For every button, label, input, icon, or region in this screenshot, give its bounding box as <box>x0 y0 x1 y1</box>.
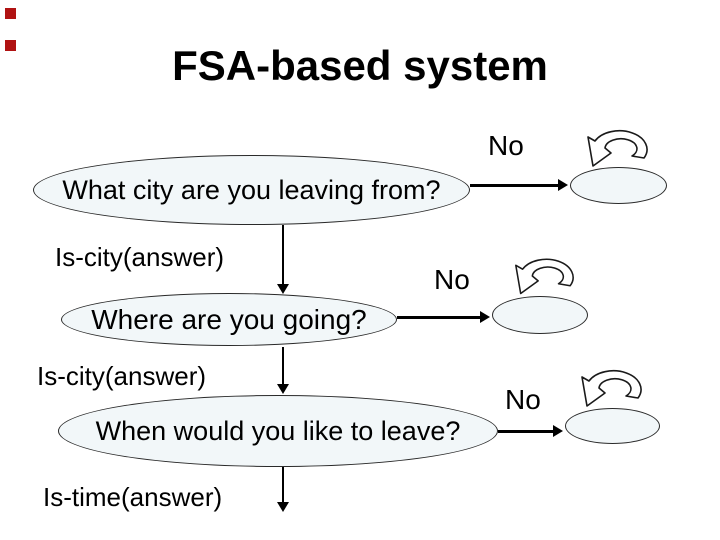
state-node-question-2: Where are you going? <box>61 293 397 346</box>
arrowhead-right-1-icon <box>558 179 568 191</box>
transition-label-3: Is-time(answer) <box>43 482 223 512</box>
arrowhead-down-3-icon <box>277 502 289 512</box>
state-node-question-3-label: When would you like to leave? <box>95 415 461 446</box>
connector-no-1 <box>470 184 560 187</box>
edge-label-no-3: No <box>505 384 541 415</box>
connector-transition-2 <box>282 347 284 385</box>
slide-decoration-square <box>5 8 16 19</box>
self-loop-arrow-1-icon <box>587 129 648 167</box>
connector-no-3 <box>498 430 555 433</box>
slide-title: FSA-based system <box>172 42 548 89</box>
connector-no-2 <box>397 316 482 319</box>
state-node-question-3: When would you like to leave? <box>58 395 498 467</box>
slide-decoration-square <box>5 40 16 51</box>
arrowhead-down-2-icon <box>277 384 289 394</box>
arrowhead-right-2-icon <box>480 311 490 323</box>
state-node-retry-3 <box>565 408 660 444</box>
arrowhead-down-1-icon <box>277 284 289 294</box>
state-node-retry-1 <box>570 167 667 204</box>
edge-label-no-2: No <box>434 264 470 295</box>
connector-transition-3 <box>282 467 284 503</box>
arrowhead-right-3-icon <box>553 425 563 437</box>
self-loop-arrow-3-icon <box>581 369 642 407</box>
edge-label-no-1: No <box>488 130 524 161</box>
state-node-question-1-label: What city are you leaving from? <box>62 174 441 205</box>
state-node-question-2-label: Where are you going? <box>91 303 367 335</box>
self-loop-arrow-2-icon <box>515 258 574 295</box>
connector-transition-1 <box>282 225 284 285</box>
state-node-retry-2 <box>492 296 588 334</box>
state-node-question-1: What city are you leaving from? <box>33 155 470 225</box>
transition-label-1: Is-city(answer) <box>55 242 225 272</box>
transition-label-2: Is-city(answer) <box>37 361 207 391</box>
